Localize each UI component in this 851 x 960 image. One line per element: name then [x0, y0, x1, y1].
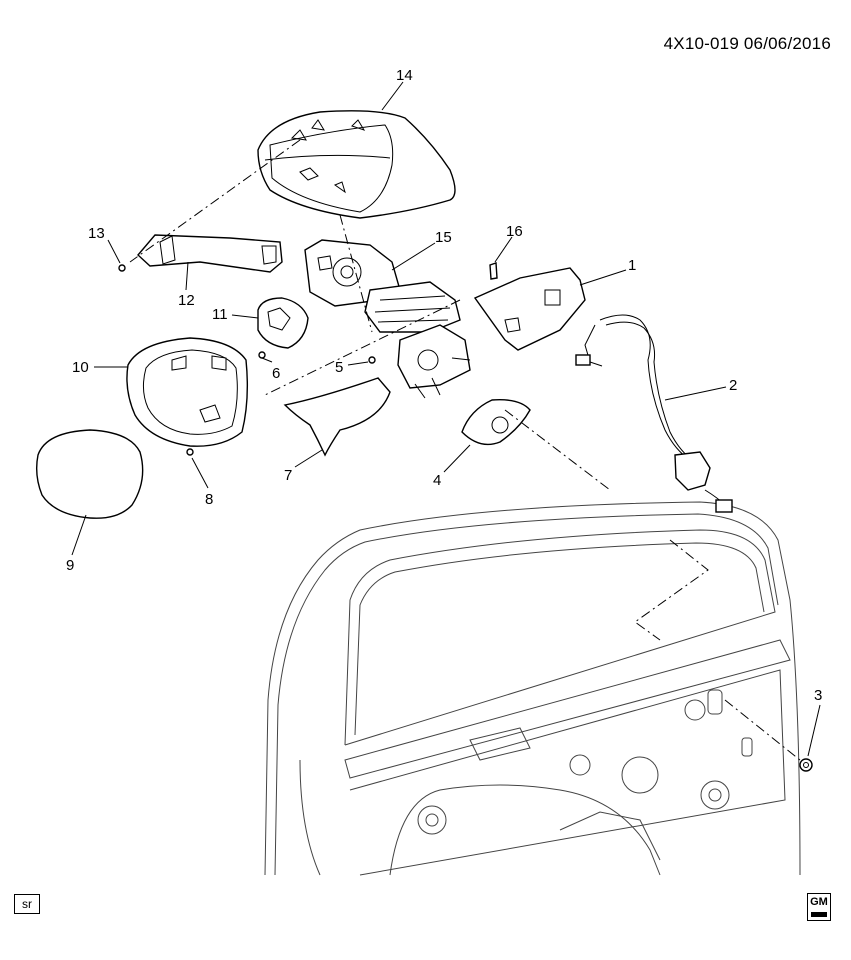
callout-7: 7: [284, 467, 292, 484]
glass-motor-part: [257, 297, 309, 349]
gm-logo-icon: GM: [807, 893, 831, 921]
callout-6: 6: [272, 365, 280, 382]
lower-cover-part: [283, 377, 391, 457]
sr-label: sr: [14, 894, 40, 914]
mirror-seal-part: [461, 399, 531, 446]
turn-signal-lamp-part: [137, 234, 283, 273]
gm-logo-bar: [811, 912, 827, 917]
inner-cover-part: [473, 267, 586, 351]
mirror-frame-part: [126, 337, 249, 447]
fasteners: [118, 264, 813, 772]
callout-1: 1: [628, 257, 636, 274]
callout-8: 8: [205, 491, 213, 508]
leader-lines: [71, 81, 821, 757]
mirror-cover-part: [257, 110, 456, 219]
mirror-base-part: [397, 324, 471, 399]
gm-logo-text: GM: [810, 896, 828, 908]
callout-16: 16: [506, 223, 523, 240]
callout-14: 14: [396, 67, 413, 84]
callout-3: 3: [814, 687, 822, 704]
screw-16-part: [489, 262, 498, 280]
mirror-actuator-part: [304, 239, 461, 333]
callout-10: 10: [72, 359, 89, 376]
mirror-glass-part: [35, 429, 144, 519]
callout-9: 9: [66, 557, 74, 574]
callout-2: 2: [729, 377, 737, 394]
assembly-lines: [129, 139, 801, 761]
callout-4: 4: [433, 472, 441, 489]
callout-15: 15: [435, 229, 452, 246]
callout-numbers: 1 2 3 4 5 6 7 8 9 10 11 12 13 14 15 16: [66, 67, 822, 704]
door-frame: [264, 501, 801, 876]
callout-5: 5: [335, 359, 343, 376]
callout-12: 12: [178, 292, 195, 309]
callout-13: 13: [88, 225, 105, 242]
callout-11: 11: [212, 306, 228, 323]
wiring-harness-part: [575, 314, 733, 513]
diagram-code: 4X10-019 06/06/2016: [663, 34, 831, 53]
